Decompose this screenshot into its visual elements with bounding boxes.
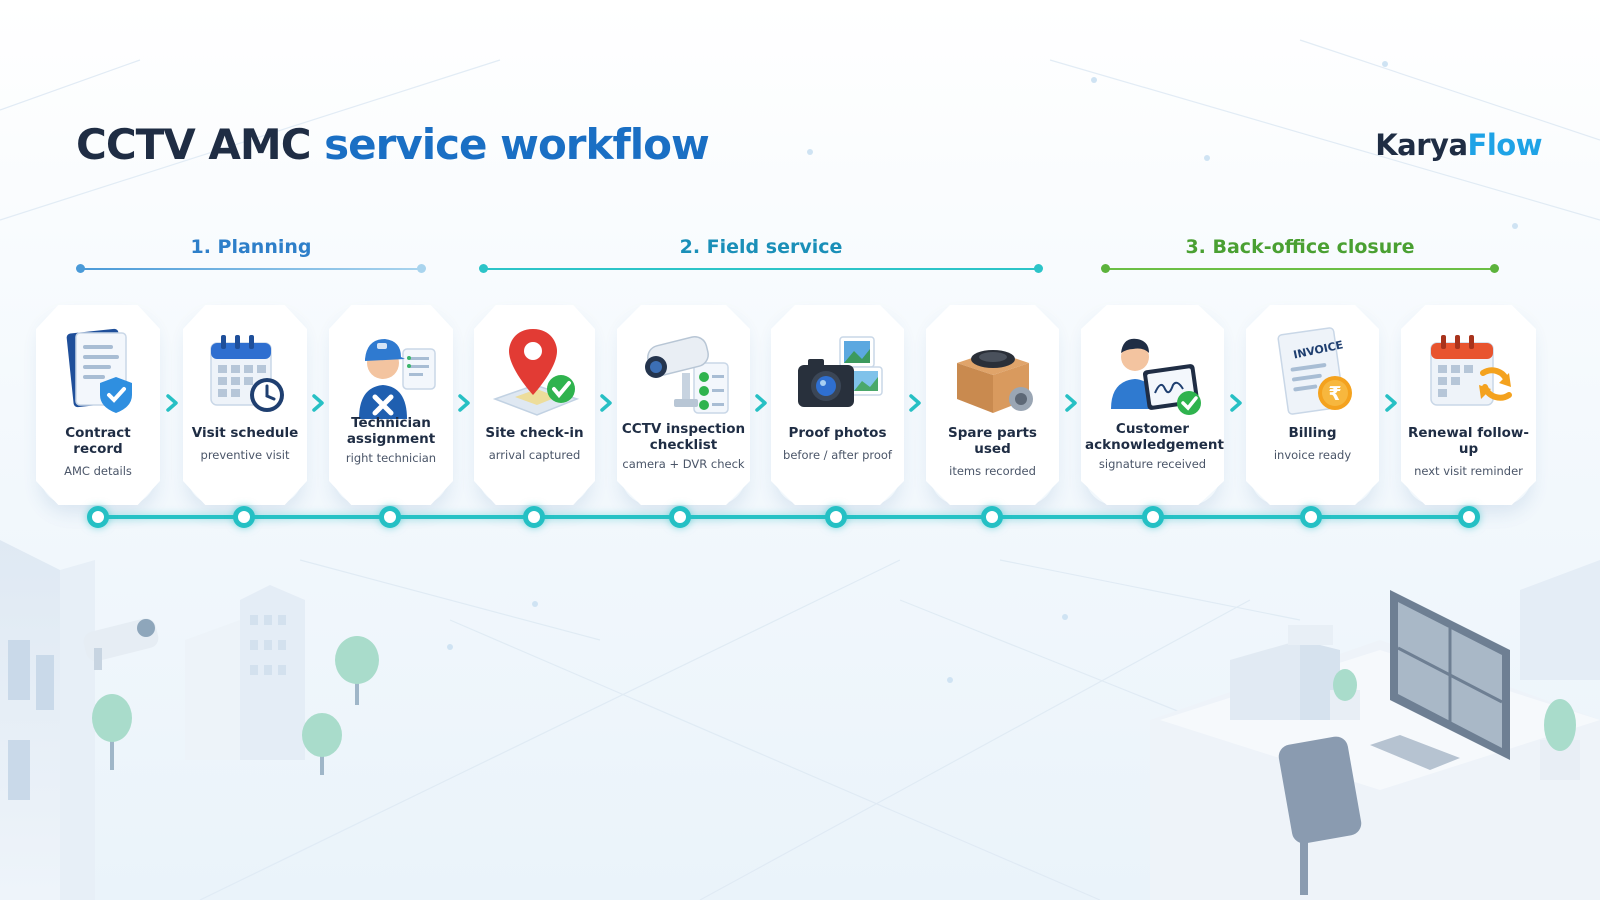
arrow-right-icon [1385, 394, 1397, 412]
step-title: Contract record [65, 425, 131, 457]
calendar-renew-icon [1429, 335, 1512, 406]
technician-icon [359, 339, 436, 419]
step-subtitle: arrival captured [488, 448, 581, 462]
step-card-billing: INVOICE ₹ Billing invoice ready [1246, 305, 1379, 505]
step-card-customer-acknowledgement: Customer acknowledgement signature recei… [1081, 305, 1224, 505]
timeline-node [1458, 506, 1480, 528]
phase-line [80, 268, 422, 270]
phase-dot [1101, 264, 1110, 273]
arrow-right-icon [1065, 394, 1077, 412]
step-title: Customer acknowledgement [1085, 421, 1225, 453]
arrow-right-icon [458, 394, 470, 412]
phase-back-office-closure: 3. Back-office closure [1101, 236, 1499, 276]
step-card-technician-assignment: Technician assignment right technician [329, 305, 453, 505]
step-card-site-check-in: Site check-in arrival captured [474, 305, 595, 505]
phase-dot [76, 264, 85, 273]
step-card-renewal-follow-up: Renewal follow-up next visit reminder [1401, 305, 1536, 505]
office-desk-illustration [1150, 560, 1600, 900]
contract-document-icon [66, 328, 132, 413]
step-title: Proof photos [788, 425, 887, 441]
step-subtitle: preventive visit [200, 448, 290, 462]
step-card-cctv-inspection-checklist: CCTV inspection checklist camera + DVR c… [617, 305, 750, 505]
phase-label: 3. Back-office closure [1185, 236, 1415, 258]
rupee-symbol: ₹ [1328, 383, 1341, 405]
parts-box-icon [956, 350, 1033, 413]
step-title: Site check-in [485, 425, 584, 441]
city-buildings-illustration [0, 540, 379, 900]
timeline-node [379, 506, 401, 528]
timeline-node [669, 506, 691, 528]
phase-label: 2. Field service [679, 236, 843, 258]
step-title: Renewal follow-up [1408, 425, 1529, 457]
timeline-node [523, 506, 545, 528]
customer-signature-icon [1110, 338, 1201, 415]
timeline-node [825, 506, 847, 528]
timeline-line [97, 515, 1469, 519]
step-title: Visit schedule [191, 425, 299, 441]
invoice-rupee-icon: INVOICE ₹ [1276, 327, 1352, 415]
step-subtitle: camera + DVR check [622, 457, 745, 471]
brand-logo: KaryaFlow [1375, 128, 1542, 162]
arrow-right-icon [312, 394, 324, 412]
timeline-node [981, 506, 1003, 528]
phase-dot [417, 264, 426, 273]
page-title-accent: service workflow [324, 120, 710, 169]
map-pin-check-icon [492, 329, 579, 416]
step-card-spare-parts-used: Spare parts used items recorded [926, 305, 1059, 505]
step-subtitle: before / after proof [783, 448, 892, 462]
arrow-right-icon [600, 394, 612, 412]
step-title: CCTV inspection checklist [621, 421, 746, 453]
timeline-node [233, 506, 255, 528]
arrow-right-icon [1230, 394, 1242, 412]
phase-dot [479, 264, 488, 273]
phase-dot [1490, 264, 1499, 273]
arrow-right-icon [755, 394, 767, 412]
step-title: Spare parts used [948, 425, 1037, 457]
timeline-node [1142, 506, 1164, 528]
brand-logo-accent: Flow [1467, 128, 1543, 162]
arrow-right-icon [909, 394, 921, 412]
timeline-node [1300, 506, 1322, 528]
step-subtitle: items recorded [949, 464, 1036, 478]
step-title: Technician assignment [346, 415, 436, 447]
phase-label: 1. Planning [190, 236, 312, 258]
cctv-checklist-icon [644, 335, 729, 414]
camera-photos-icon [797, 336, 883, 407]
step-card-visit-schedule: Visit schedule preventive visit [183, 305, 307, 505]
step-subtitle: signature received [1098, 457, 1207, 471]
step-subtitle: invoice ready [1273, 448, 1352, 462]
step-subtitle: AMC details [64, 464, 132, 478]
timeline-node [87, 506, 109, 528]
phase-field-service: 2. Field service [479, 236, 1043, 276]
page-title: CCTV AMC service workflow [76, 120, 710, 169]
step-card-proof-photos: Proof photos before / after proof [771, 305, 904, 505]
phase-dot [1034, 264, 1043, 273]
phase-line [1105, 268, 1495, 270]
step-subtitle: right technician [345, 451, 437, 465]
arrow-right-icon [166, 394, 178, 412]
step-subtitle: next visit reminder [1414, 464, 1523, 478]
calendar-clock-icon [210, 335, 284, 412]
step-card-contract-record: Contract record AMC details [36, 305, 160, 505]
phase-line [483, 268, 1039, 270]
phase-planning: 1. Planning [76, 236, 426, 276]
step-title: Billing [1288, 425, 1337, 441]
